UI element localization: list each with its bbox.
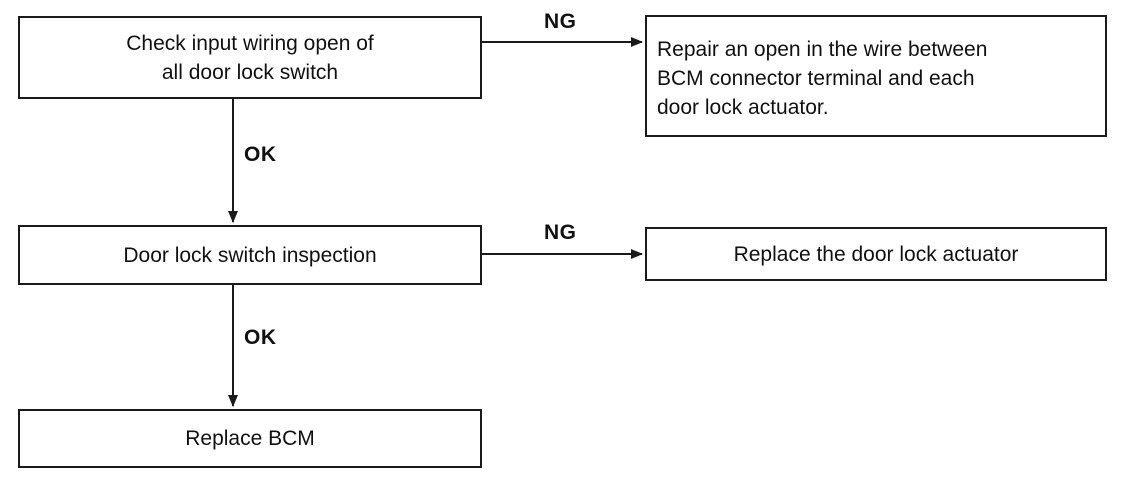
replace-bcm-text: Replace BCM [185,427,315,450]
ok-label-1: OK [244,143,277,166]
replace-door-lock-actuator-box: Replace the door lock actuator [645,227,1107,281]
ok-label-2: OK [244,326,277,349]
door-lock-switch-inspection-box: Door lock switch inspection [18,225,482,285]
check-input-wiring-box: Check input wiring open of all door lock… [18,16,482,99]
replace-door-lock-actuator-text: Replace the door lock actuator [733,242,1019,266]
repair-open-wire-box: Repair an open in the wire between BCM c… [645,15,1107,137]
ng-label-1: NG [544,10,577,33]
door-lock-switch-inspection-text: Door lock switch inspection [123,243,377,267]
replace-bcm-box: Replace BCM [18,409,482,468]
check-input-wiring-text: Check input wiring open of all door lock… [126,31,374,84]
repair-open-wire-text: Repair an open in the wire between BCM c… [657,38,988,119]
ng-label-2: NG [544,221,577,244]
